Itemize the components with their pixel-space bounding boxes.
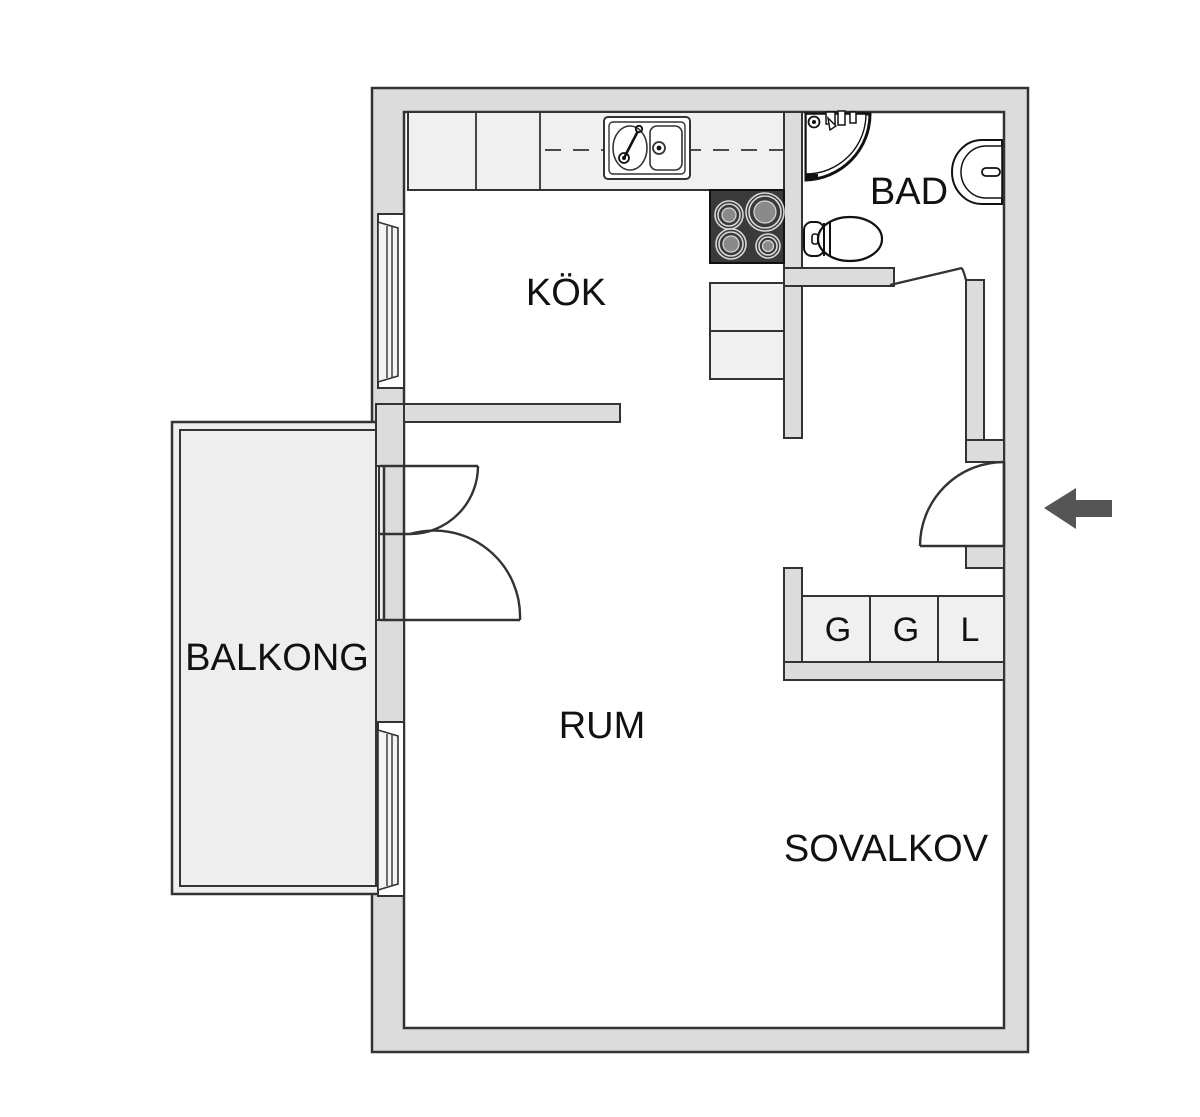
entry-door[interactable]: [918, 460, 1006, 548]
room-label-bad: BAD: [870, 171, 948, 213]
closet-label-2: G: [893, 611, 919, 649]
room-label-balkong: BALKONG: [185, 637, 369, 679]
kitchen-sink: [603, 116, 691, 180]
toilet: [803, 215, 884, 263]
stove-cooktop: [709, 189, 785, 264]
kitchen-counter: [407, 111, 785, 380]
outer-walls: [370, 86, 1030, 1054]
kitchen-window: [377, 213, 405, 389]
room-window: [377, 721, 405, 897]
balcony-area: [170, 420, 386, 896]
closet-block: [801, 595, 1005, 663]
closet-1-box[interactable]: [801, 595, 871, 663]
room-label-sovalkov: SOVALKOV: [784, 828, 989, 870]
closet-3-box[interactable]: [937, 595, 1005, 663]
interior-walls: [375, 111, 1005, 729]
entrance-arrow: [1044, 488, 1112, 529]
bathroom-door[interactable]: [889, 266, 968, 287]
room-label-kok: KÖK: [526, 272, 606, 314]
washbasin: [951, 139, 1003, 205]
room-label-rum: RUM: [559, 705, 646, 747]
balcony-double-door[interactable]: [378, 464, 522, 622]
closet-label-1: G: [825, 611, 851, 649]
closet-label-3: L: [961, 611, 980, 649]
corner-shower: [804, 110, 872, 182]
